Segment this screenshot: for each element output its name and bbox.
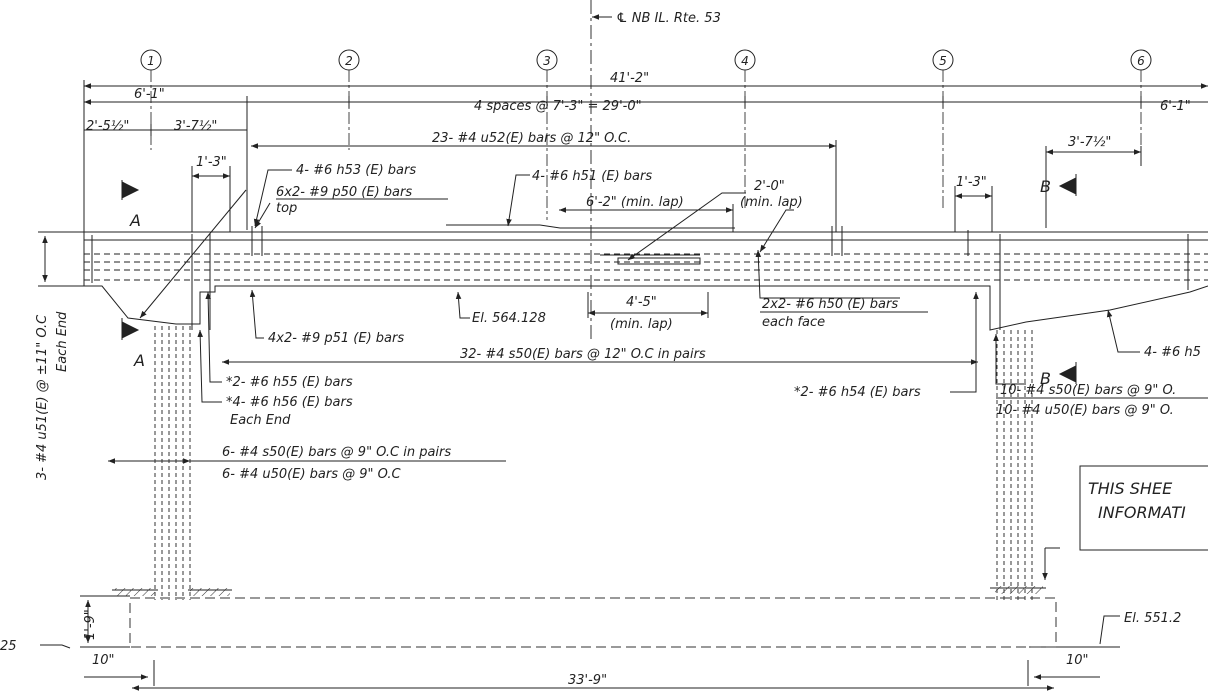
callout-h52-right: 4- #6 h5 [1144,345,1201,360]
dim-lap-4-5-b: (min. lap) [610,317,673,332]
dim-footing-left: 10" [92,653,115,668]
dim-right-end: 6'-1" [1160,99,1191,114]
callout-footing-el-left: 25 [0,639,17,654]
dim-lap-6-2: 6'-2" (min. lap) [586,195,684,210]
pier-cap [83,224,1208,331]
section-a-top: A [129,211,141,230]
dim-left-depth: 3- #4 u51(E) @ ±11" O.C [35,314,50,480]
note-box: THIS SHEE INFORMATI [1079,465,1208,551]
callout-h54: *2- #6 h54 (E) bars [794,385,921,400]
dim-overall: 41'-2" [610,71,649,86]
callout-h56-end: Each End [230,413,291,428]
section-marks: A A B B [121,174,1077,388]
callout-p50: 6x2- #9 p50 (E) bars [276,185,412,200]
dim-footing-width: 33'-9" [568,673,607,688]
callout-h51: 4- #6 h51 (E) bars [532,169,652,184]
grid-bubble-5: 5 [939,54,947,68]
callout-s50-pairs: 32- #4 s50(E) bars @ 12" O.C in pairs [460,347,706,362]
note-line-1: THIS SHEE [1088,479,1173,498]
dim-left-offset-b: 3'-7½" [174,119,217,134]
section-b-bottom: B [1040,369,1051,388]
dim-right-offset: 3'-7½" [1068,135,1111,150]
dim-right-1-3: 1'-3" [956,175,987,190]
dim-lap-2-0-b: (min. lap) [740,195,803,210]
footing [129,597,1057,648]
grid-bubble-2: 2 [345,54,353,68]
dim-lap-2-0-a: 2'-0" [754,179,785,194]
callout-u52: 23- #4 u52(E) bars @ 12" O.C. [432,131,631,146]
callout-u50-left: 6- #4 u50(E) bars @ 9" O.C [222,467,401,482]
callout-s50-left: 6- #4 s50(E) bars @ 9" O.C in pairs [222,445,451,460]
leader-lines [40,169,1140,649]
dim-lap-4-5-a: 4'-5" [626,295,657,310]
grid-bubble-4: 4 [741,54,749,68]
section-b-top: B [1040,177,1051,196]
centerline-label: ℄ NB IL. Rte. 53 [616,11,721,26]
callout-elevation: El. 564.128 [472,311,546,326]
dim-footing-right: 10" [1066,653,1089,668]
callout-h50-face: each face [762,315,825,330]
callout-s50-right: 10- #4 s50(E) bars @ 9" O. [1000,383,1176,398]
callout-h50: 2x2- #6 h50 (E) bars [762,297,898,312]
callout-h56: *4- #6 h56 (E) bars [226,395,353,410]
grid-bubble-6: 6 [1137,54,1145,68]
note-line-2: INFORMATI [1098,503,1186,522]
dim-left-1-3: 1'-3" [196,155,227,170]
pier-columns [154,326,1033,600]
dim-left-end: 6'-1" [134,87,165,102]
grid-bubble-3: 3 [543,54,551,68]
callout-footing-el-right: El. 551.2 [1124,611,1181,626]
callout-p51: 4x2- #9 p51 (E) bars [268,331,404,346]
ground-lines [112,547,1060,596]
callout-h55: *2- #6 h55 (E) bars [226,375,353,390]
dim-left-depth-sub: Each End [55,311,70,372]
section-a-bottom: A [133,351,145,370]
callout-h53: 4- #6 h53 (E) bars [296,163,416,178]
dim-footing-depth: 1'-9" [83,609,98,640]
callout-u50-right: 10- #4 u50(E) bars @ 9" O. [996,403,1174,418]
dim-left-offset-a: 2'-5½" [86,119,129,134]
grid-bubble-1: 1 [147,54,155,68]
dim-spaces: 4 spaces @ 7'-3" = 29'-0" [474,99,642,114]
dimension-lines [38,80,1208,691]
callout-p50-top: top [276,201,297,216]
centerline: ℄ NB IL. Rte. 53 [590,0,721,340]
